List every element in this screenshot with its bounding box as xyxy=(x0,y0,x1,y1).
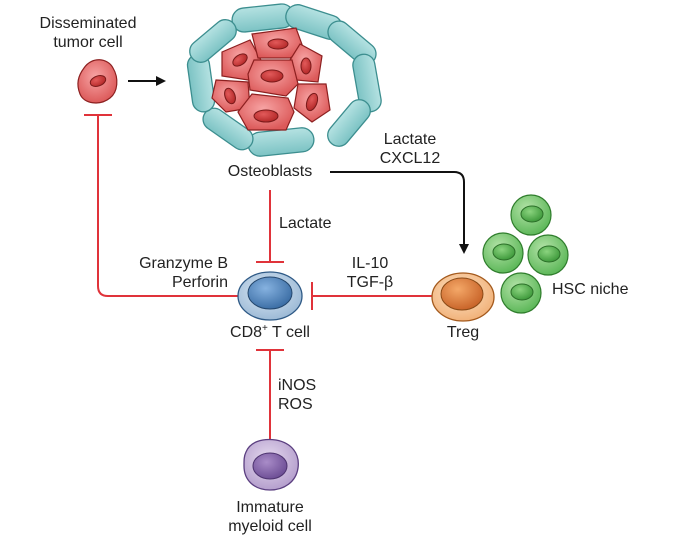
label-inos-ros: iNOS ROS xyxy=(278,376,338,414)
cd8-suffix: T cell xyxy=(267,324,310,341)
inos-text: iNOS xyxy=(278,377,317,394)
cd8-prefix: CD8 xyxy=(230,324,263,341)
il10-text: IL-10 xyxy=(351,255,389,272)
lactate-cxcl12-line1: Lactate xyxy=(383,131,437,148)
lactate-cxcl12-line2: CXCL12 xyxy=(379,150,441,167)
label-lactate-cxcl12: Lactate CXCL12 xyxy=(360,130,460,168)
label-granzyme-perforin: Granzyme B Perforin xyxy=(104,254,228,292)
hsc-cell xyxy=(527,234,569,276)
lactate-text: Lactate xyxy=(279,215,332,232)
label-il10-tgfb: IL-10 TGF-β xyxy=(330,254,410,292)
hsc-cell xyxy=(482,232,524,274)
hsc-niche-text: HSC niche xyxy=(552,281,629,298)
label-osteoblasts: Osteoblasts xyxy=(212,162,328,181)
tgfb-text: TGF-β xyxy=(346,274,394,291)
disseminated-line1: Disseminated xyxy=(39,15,137,32)
treg-text: Treg xyxy=(446,324,480,341)
label-lactate: Lactate xyxy=(279,214,359,233)
inhibit-myeloid-cd8 xyxy=(256,349,284,440)
treg-cell xyxy=(431,272,495,322)
inhibit-cd8-tumor xyxy=(84,114,238,297)
label-immature-myeloid: Immature myeloid cell xyxy=(200,498,340,536)
immature-line1: Immature xyxy=(236,499,304,516)
cd8-text: CD8+ T cell xyxy=(210,323,330,342)
label-cd8-t-cell: CD8+ T cell xyxy=(210,323,330,342)
hsc-cell xyxy=(510,194,552,236)
tumor-cell xyxy=(77,59,118,104)
granzyme-line1: Granzyme B xyxy=(139,255,228,272)
cd8-superscript: + xyxy=(262,323,268,334)
cd8-t-cell xyxy=(237,271,303,321)
arrow-osteoblasts-to-treg xyxy=(330,171,469,254)
osteoblasts-text: Osteoblasts xyxy=(227,163,313,180)
label-disseminated-tumor-cell: Disseminated tumor cell xyxy=(18,14,158,52)
hsc-cell xyxy=(500,272,542,314)
hsc-niche-cells xyxy=(482,194,569,314)
immature-myeloid-cell xyxy=(243,438,299,491)
inhibit-treg-cd8 xyxy=(311,282,432,310)
osteoblast-ring xyxy=(186,3,382,157)
inhibit-lactate-cd8 xyxy=(256,190,284,263)
disseminated-line2: tumor cell xyxy=(53,34,123,51)
ros-text: ROS xyxy=(278,396,313,413)
immature-line2: myeloid cell xyxy=(228,518,312,535)
label-treg: Treg xyxy=(430,323,496,342)
granzyme-line2: Perforin xyxy=(171,274,228,291)
tumor-nuclei xyxy=(224,38,319,123)
label-hsc-niche: HSC niche xyxy=(552,280,662,299)
